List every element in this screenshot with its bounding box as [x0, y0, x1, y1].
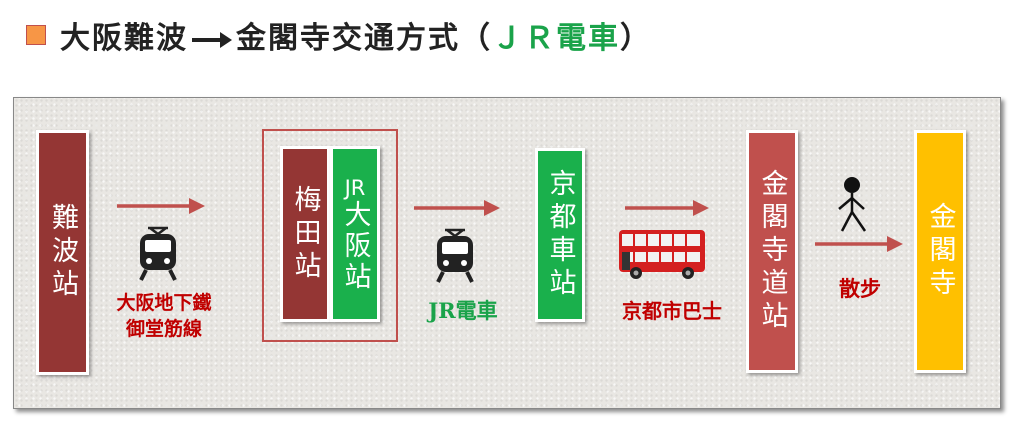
station-umeda-label: 梅田站: [289, 184, 321, 284]
arrow-right-icon: [414, 200, 500, 216]
transfer-highlight-box: [262, 129, 398, 342]
title-origin: 大阪難波: [60, 21, 188, 56]
destination-kinkakuji: 金閣寺: [914, 130, 966, 373]
train-icon: [436, 228, 474, 283]
train-icon: [139, 226, 177, 281]
station-jr-osaka: JR 大阪站: [330, 146, 380, 322]
label-subway-line1: 大阪地下鐵: [116, 292, 212, 314]
label-jr-train-text: JR電車: [428, 298, 498, 323]
title-close-paren: ）: [620, 21, 652, 56]
label-osaka-subway: 大阪地下鐵 御堂筋線: [96, 290, 232, 342]
route-panel: [13, 97, 1001, 409]
bus-icon: [619, 230, 705, 279]
label-kyoto-city-bus: 京都市巴士: [598, 298, 746, 324]
page-title: 大阪難波 金閣寺交通方式（ＪＲ電車）: [60, 13, 652, 57]
station-namba-label: 難波站: [47, 203, 78, 302]
label-walk: 散步: [810, 276, 910, 302]
station-jr-osaka-prefix: JR: [344, 175, 366, 200]
label-walk-text: 散步: [839, 276, 881, 301]
title-destination: 金閣寺交通方式（: [236, 21, 492, 56]
walking-person-icon: [838, 177, 867, 232]
station-kinkakuji-michi-label: 金閣寺道站: [756, 169, 788, 334]
title-accent: ＪＲ電車: [492, 21, 620, 56]
station-umeda: 梅田站: [280, 146, 330, 322]
arrow-right-icon: [192, 32, 232, 48]
station-kyoto: 京都車站: [535, 148, 585, 322]
arrow-right-icon: [117, 198, 205, 214]
arrow-right-icon: [625, 200, 709, 216]
station-jr-osaka-label: 大阪站: [339, 199, 371, 293]
header-bullet-square: [26, 25, 46, 45]
station-kinkakuji-michi: 金閣寺道站: [746, 130, 798, 373]
page-header: 大阪難波 金閣寺交通方式（ＪＲ電車）: [26, 10, 652, 60]
label-subway-line2: 御堂筋線: [125, 318, 202, 340]
arrow-right-icon: [815, 236, 903, 252]
station-kyoto-label: 京都車站: [544, 169, 576, 301]
label-jr-train: JR電車: [408, 298, 518, 324]
station-namba: 難波站: [36, 130, 89, 375]
label-bus-text: 京都市巴士: [622, 299, 722, 323]
destination-kinkakuji-label: 金閣寺: [924, 202, 956, 301]
